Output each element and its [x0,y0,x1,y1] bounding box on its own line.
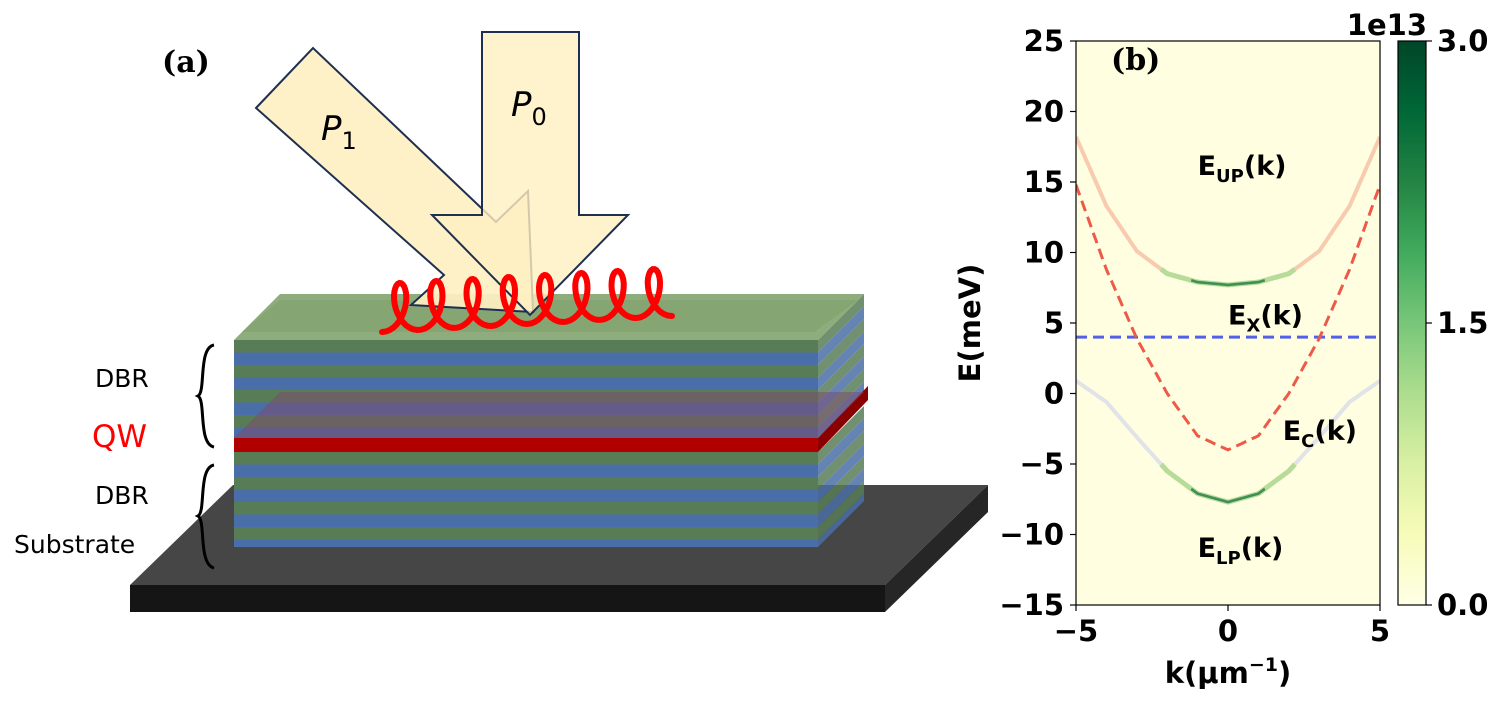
dbr-bottom-layer-side [818,468,864,527]
quantum-well-front [234,438,818,452]
y-tick-label: 5 [1044,306,1064,340]
x-axis-label: k(μm−1) [1165,654,1292,690]
y-tick-label: 15 [1024,165,1064,199]
y-tick-label: 10 [1024,236,1064,270]
dbr-bottom-layer-side [818,418,864,477]
y-tick-label: −15 [999,588,1064,622]
dbr-top-layer-front [234,352,818,365]
annotation-lp: ELP(k) [1198,533,1284,569]
dbr-top-layer-side [818,331,864,390]
dbr-bottom-layer-front [234,477,818,490]
curve-annotations: EUP(k) EX(k) EC(k) ELP(k) [1198,151,1357,569]
dbr-bottom-layer-side [818,431,864,490]
dbr-bottom-brace [194,463,215,570]
dbr-bottom-label: DBR [95,481,149,510]
dbr-bottom-layer-front [234,539,818,547]
plot-curves [1076,136,1380,505]
dbr-top-layer-front [234,377,818,390]
dbr-bottom-layer-side [818,443,864,502]
dbr-bottom-layer-front [234,489,818,502]
panel-b: −5 0 5 −15 −10 −5 0 5 10 15 20 25 EUP(k) EX(k) EC(k)… [953,8,1488,690]
x-tick-label: 0 [1218,614,1238,648]
lower-polariton-bright-core [1190,487,1266,504]
cavity-dispersion-line [1076,184,1380,452]
beam-p0-label: P0 [511,85,547,131]
dbr-bottom-layer-side [818,406,864,465]
dbr-top-layer-front [234,340,818,353]
x-tick-label: 5 [1370,614,1390,648]
dbr-bottom-layer-side [818,493,864,547]
beam-p0-shape [429,31,631,317]
panel-a: P1 P0 (a) DBR QW DBR Substrate [14,31,988,612]
colorbar-tick-label: 0.0 [1437,588,1488,622]
annotation-up: EUP(k) [1198,151,1287,187]
upper-polariton-bright-core [1190,279,1266,287]
colorbar-tick-label: 1.5 [1437,306,1488,340]
colorbar-gradient [1398,41,1426,605]
panel-b-label: (b) [1111,43,1160,78]
colorbar-offset-label: 1e13 [1347,8,1427,42]
y-tick-label: 20 [1024,95,1064,129]
substrate-front-face [130,585,885,612]
substrate-right-face [885,485,988,612]
annotation-c: EC(k) [1283,416,1357,452]
dbr-bottom-layer-side [818,456,864,515]
dbr-bottom-layer-front [234,527,818,540]
y-tick-label: −5 [1020,447,1064,481]
y-tick-label: 25 [1024,24,1064,58]
dbr-top-layer-side [818,294,864,353]
dbr-bottom-layer-front [234,452,818,465]
dbr-bottom-layer-side [818,481,864,540]
quantum-well-top-tint [234,392,864,438]
dbr-top-label: DBR [95,364,149,393]
quantum-well-side [818,386,868,452]
beam-p0-arrow [429,31,631,317]
y-tick-label: 0 [1044,377,1064,411]
x-tick-label: −5 [1054,614,1098,648]
panel-a-label: (a) [162,45,210,80]
emission-wave [379,266,675,335]
dbr-bottom-layer-front [234,514,818,527]
annotation-x: EX(k) [1228,301,1303,337]
dbr-top-layer-side [818,306,864,365]
colorbar-ticks: 0.0 1.5 3.0 [1426,24,1488,622]
colorbar: 0.0 1.5 3.0 1e13 [1347,8,1489,622]
plot-background [1076,41,1380,605]
dbr-top-layer-side [818,344,864,403]
y-tick-label: −10 [999,518,1064,552]
y-axis-label: E(meV) [953,264,987,383]
colorbar-tick-label: 3.0 [1437,24,1488,58]
layer-stack [234,294,868,547]
dbr-bottom-layer-front [234,464,818,477]
substrate-label: Substrate [14,530,135,559]
qw-label: QW [92,419,147,455]
dbr-top-brace [194,343,215,449]
dbr-top-layer-front [234,365,818,378]
beam-p1-label: P1 [321,109,357,155]
dbr-bottom-layer-front [234,502,818,515]
y-axis: −15 −10 −5 0 5 10 15 20 25 [999,24,1076,622]
dbr-top-layer-side [818,319,864,378]
x-axis: −5 0 5 [1054,605,1390,648]
